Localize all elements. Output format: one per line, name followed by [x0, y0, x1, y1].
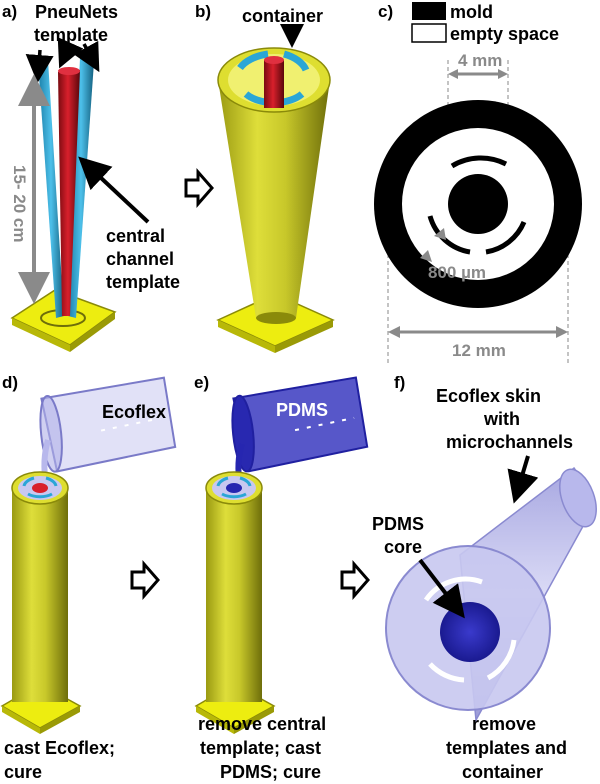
caption-e-2: template; cast	[200, 738, 321, 758]
base-plate-edge	[12, 318, 70, 352]
container-template-arc-2	[282, 50, 310, 72]
mold-e-arc-2	[239, 476, 252, 487]
mold-e-pdms	[226, 483, 242, 493]
mold-d-base-side	[40, 706, 80, 734]
pneunets-template-left	[38, 60, 64, 318]
mold-e-body	[206, 488, 262, 702]
panel-d: d) Ecoflex cast Ecoflex; cure	[0, 373, 177, 782]
panel-c: c) mold empty space 4 mm 800 µm 12 mm	[374, 2, 582, 365]
container-central-template	[264, 60, 284, 108]
caption-e-1: remove central	[198, 714, 326, 734]
caption-f-3: container	[462, 762, 543, 782]
core-label-1: PDMS	[372, 514, 424, 534]
dim-12mm-label: 12 mm	[452, 341, 506, 360]
dim-800-arrow-1	[434, 228, 446, 240]
panel-f: f) Ecoflex skin with microchannels PDMS …	[372, 373, 597, 782]
central-channel-template	[58, 70, 80, 316]
arrow-template-3	[73, 40, 100, 73]
ecoflex-beaker-label: Ecoflex	[102, 402, 166, 422]
microchannel-2	[428, 662, 465, 683]
mold-d-arc-3	[27, 492, 53, 499]
tube-far-end	[559, 468, 597, 528]
mold-e-arc-1	[216, 476, 229, 487]
caption-d-2: cure	[4, 762, 42, 782]
skin-arrow	[507, 455, 539, 504]
legend-mold-swatch	[412, 2, 446, 20]
microchannel-1	[423, 576, 483, 602]
channel-arc-right	[485, 220, 527, 255]
container-template-arc-1	[237, 50, 269, 71]
mold-d-arc-2	[45, 476, 58, 487]
panel-a-letter: a)	[2, 2, 17, 21]
container-central-top	[264, 56, 284, 64]
mold-d-central	[32, 483, 48, 493]
container-bottom	[256, 312, 296, 324]
skin-label-3: microchannels	[446, 432, 573, 452]
dim-800-label: 800 µm	[428, 263, 486, 282]
core-arrow	[418, 558, 465, 619]
mold-e-base-edge	[196, 706, 234, 734]
mold-d-base-edge	[2, 706, 40, 734]
template-label: template	[34, 25, 108, 45]
mold-e-arc-3	[221, 492, 247, 499]
skin-label-2: with	[483, 409, 520, 429]
container-base-side	[275, 320, 333, 353]
channel-arc-top	[450, 155, 508, 169]
caption-e-3: PDMS; cure	[220, 762, 321, 782]
panel-e: e) PDMS remove central template; cast PD…	[194, 373, 369, 782]
caption-d-1: cast Ecoflex;	[4, 738, 115, 758]
mold-d-body	[12, 488, 68, 702]
panel-d-letter: d)	[2, 373, 18, 392]
dim-4mm-arrow-left	[448, 69, 458, 79]
step-arrow-ab-icon	[184, 168, 214, 208]
caption-f-2: templates and	[446, 738, 567, 758]
pdms-core	[440, 602, 500, 662]
height-label: 15- 20 cm	[10, 165, 29, 243]
base-plate-side	[70, 312, 115, 352]
ecoflex-beaker	[39, 376, 177, 473]
mold-e-base-side	[234, 706, 274, 734]
pdms-beaker-label: PDMS	[276, 400, 328, 420]
skin-label-1: Ecoflex skin	[436, 386, 541, 406]
central-label-2: channel	[106, 249, 174, 269]
central-label-3: template	[106, 272, 180, 292]
legend-empty-label: empty space	[450, 24, 559, 44]
container-body	[218, 80, 330, 318]
panel-b-letter: b)	[195, 2, 211, 21]
panel-a: a) PneuNets template 15- 20 cm central c…	[2, 2, 180, 352]
dim-800-arrow-2	[420, 250, 432, 262]
central-template-top	[58, 67, 80, 75]
arrow-central	[78, 156, 150, 224]
central-label-1: central	[106, 226, 165, 246]
arrow-template-2	[57, 37, 84, 69]
mold-core	[448, 174, 508, 234]
container-label: container	[242, 6, 323, 26]
dim-4mm-label: 4 mm	[458, 51, 502, 70]
panel-b: b) container	[195, 2, 335, 353]
panel-e-letter: e)	[194, 373, 209, 392]
dim-12mm-arrow-right	[556, 326, 568, 338]
legend-empty-swatch	[411, 23, 447, 43]
core-label-2: core	[384, 537, 422, 557]
mold-d-arc-1	[22, 476, 35, 487]
panel-f-letter: f)	[394, 373, 405, 392]
arrow-template-1	[25, 49, 54, 83]
legend-mold-label: mold	[450, 2, 493, 22]
dim-12mm-arrow-left	[388, 326, 400, 338]
pneunets-label: PneuNets	[35, 2, 118, 22]
caption-f-1: remove	[472, 714, 536, 734]
channel-arc-left	[427, 215, 471, 255]
panel-c-letter: c)	[378, 2, 393, 21]
container-base-edge	[218, 320, 275, 353]
dim-4mm-arrow-right	[498, 69, 508, 79]
microchannel-3	[486, 639, 517, 681]
step-arrow-ef-icon	[340, 560, 370, 600]
pdms-beaker	[231, 376, 369, 473]
step-arrow-de-icon	[130, 560, 160, 600]
